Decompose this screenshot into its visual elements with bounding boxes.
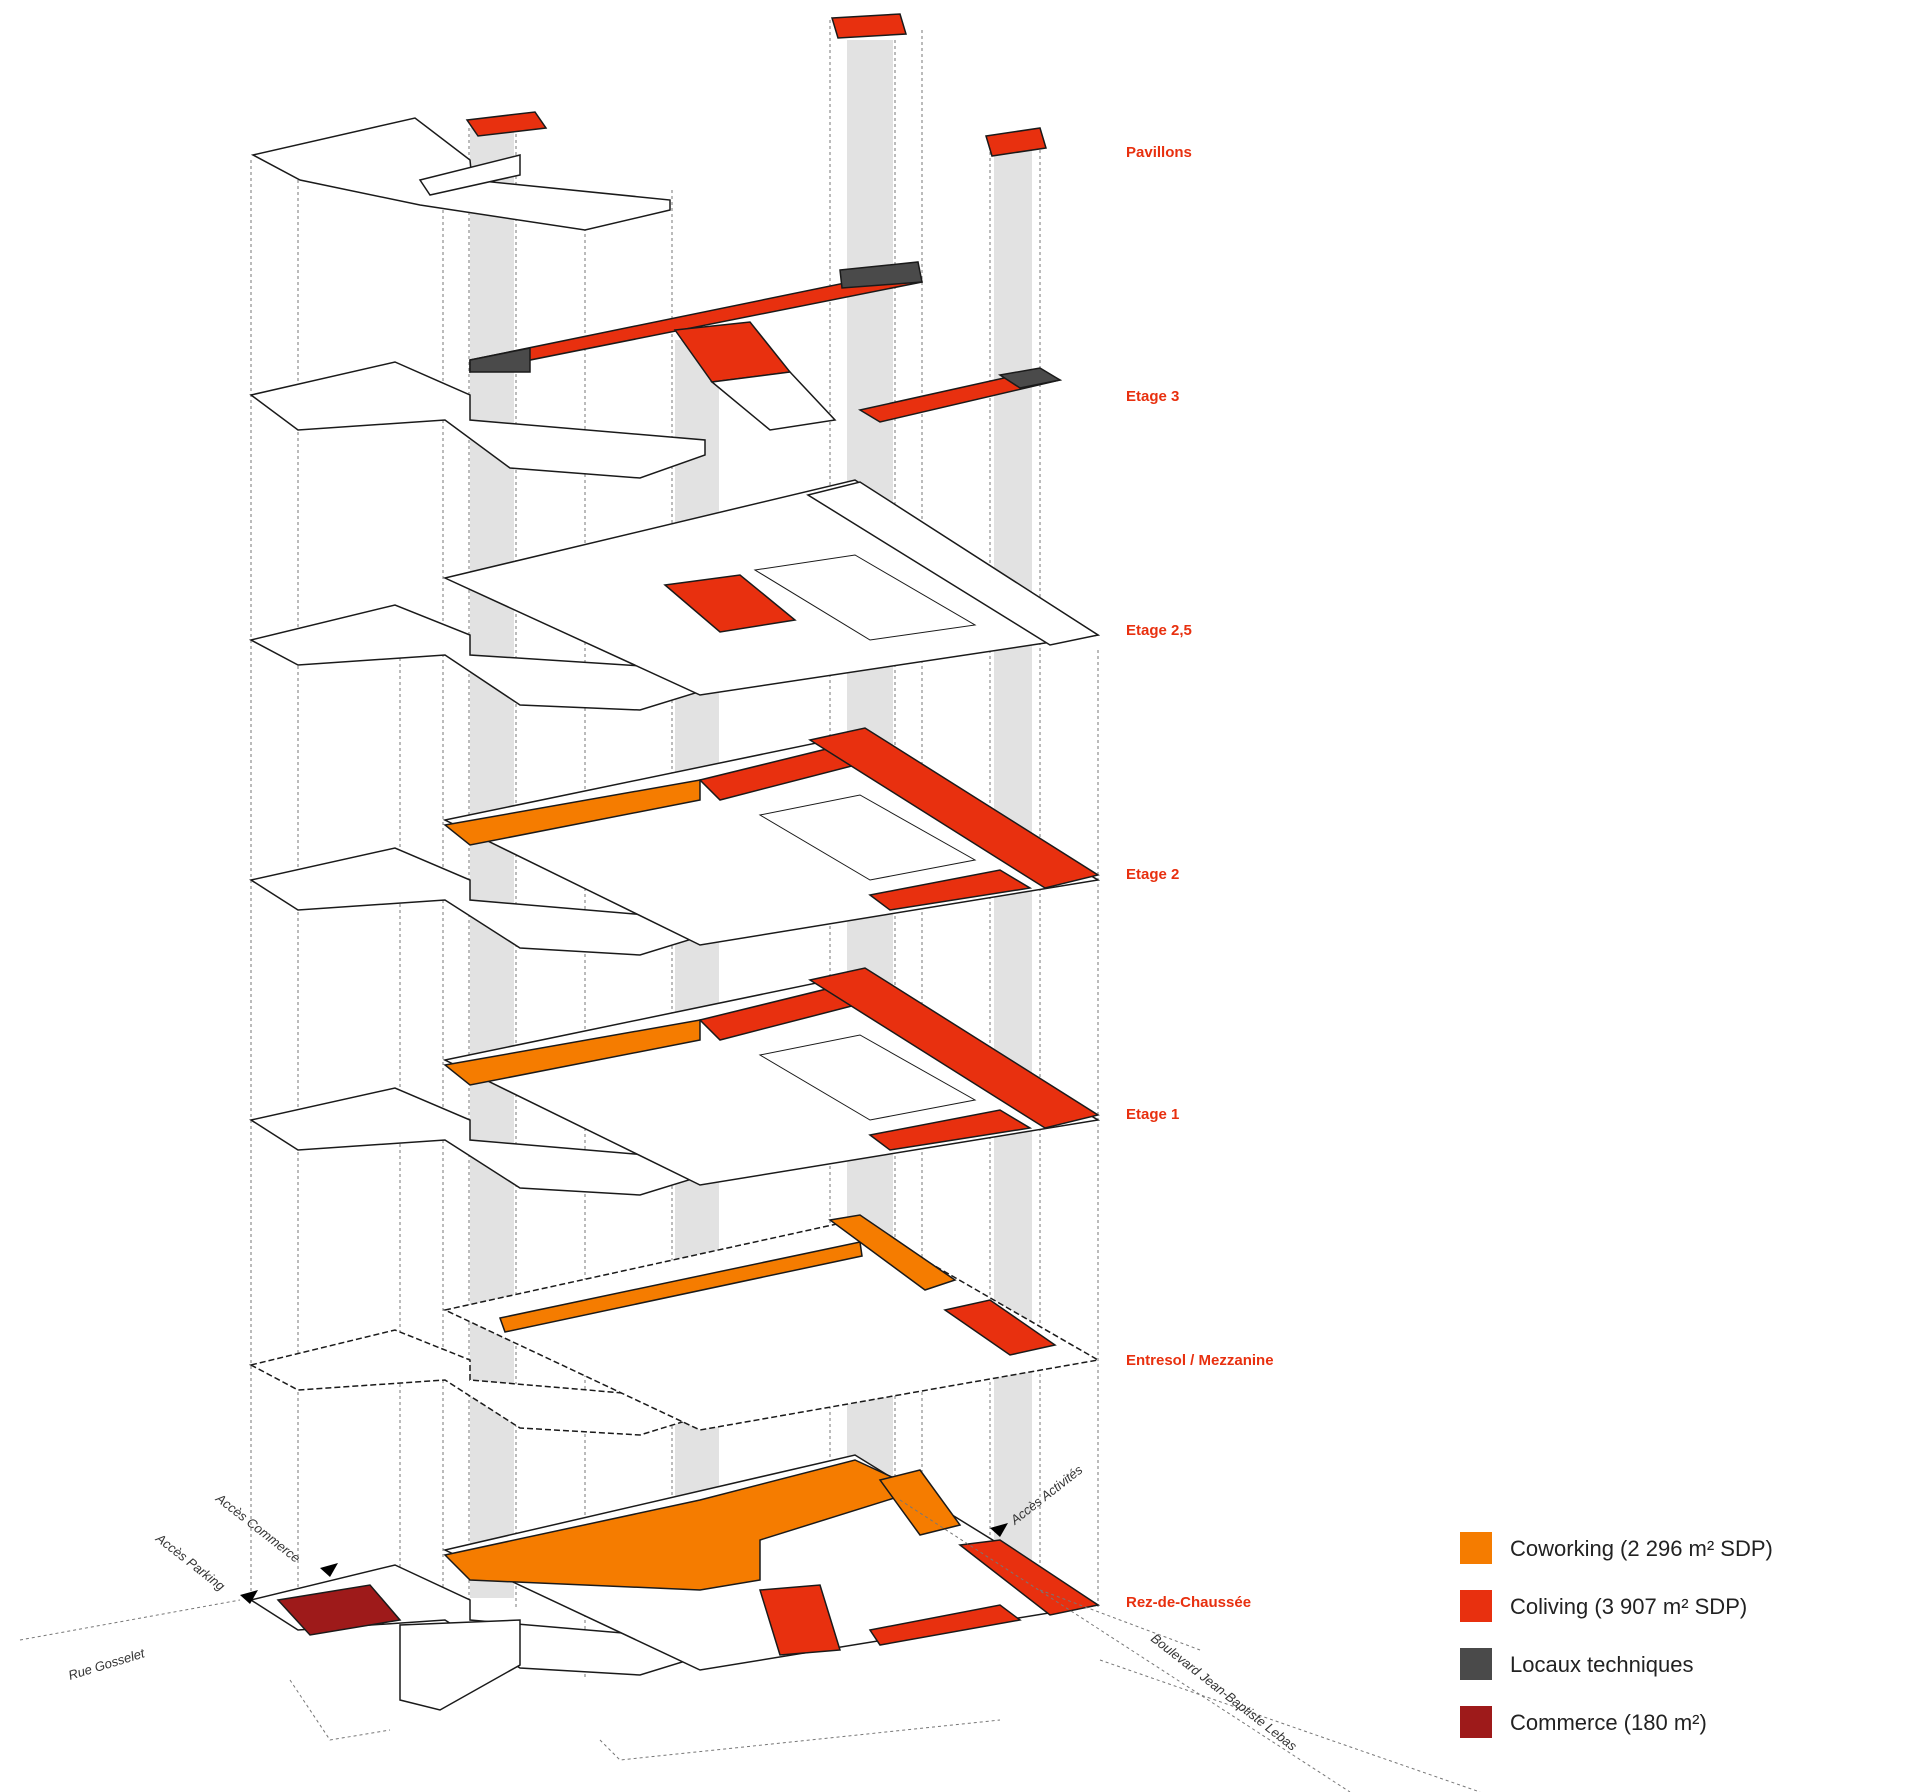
column-stair-1 [470,128,514,1598]
legend-label-commerce: Commerce (180 m²) [1510,1710,1707,1735]
pavillons-core [418,154,521,196]
level-label-rez-de-chaussee: Rez-de-Chaussée [1126,1594,1252,1611]
pavillons-roof-1 [465,111,548,137]
etage2-coworking [443,779,701,846]
etage25-courtyard [753,554,977,641]
rdc-coworking [443,1459,923,1591]
level-label-entresol: Entresol / Mezzanine [1126,1352,1274,1369]
etage3-wing-west [249,361,706,479]
entresol-coliving [943,1299,1057,1356]
legend-swatch-coliving [1460,1590,1492,1622]
etage25-east-bar [806,481,1100,646]
access-parking-arrow [240,1590,258,1604]
legend-label-coworking: Coworking (2 296 m² SDP) [1510,1536,1773,1561]
access-parking-label: Accès Parking [152,1530,228,1594]
access-commerce-arrow [320,1563,338,1577]
entresol-coworking [499,1241,863,1333]
legend-label-coliving: Coliving (3 907 m² SDP) [1510,1594,1748,1619]
etage2-coliving-east [808,727,1100,889]
level-rez-de-chaussee [249,1454,1101,1711]
rdc-coliving-south [759,1584,841,1656]
legend-item-commerce: Commerce (180 m²) [1460,1706,1880,1740]
rdc-coliving-east [958,1539,1100,1616]
etage3-technical-far-east [997,367,1063,389]
etage1-courtyard [758,1034,977,1121]
site-outline [19,1499,1481,1792]
legend-swatch-commerce [1460,1706,1492,1738]
level-etage-3 [249,261,1063,479]
etage1-coliving-south [868,1109,1033,1151]
pavillons-roof-2 [831,13,907,39]
etage1-coworking [443,1019,701,1086]
rdc-coworking-east [878,1469,962,1536]
level-label-pavillons: Pavillons [1126,144,1192,161]
entresol-coworking-east [828,1214,957,1291]
legend-item-coliving: Coliving (3 907 m² SDP) [1460,1590,1880,1624]
etage3-technical-west [469,347,531,373]
etage25-coliving [663,574,797,633]
street-boulevard: Boulevard Jean-Baptiste Lebas [1148,1631,1300,1754]
street-rue-gosselet: Rue Gosselet [66,1645,147,1683]
legend-item-locaux-techniques: Locaux techniques [1460,1648,1880,1682]
etage1-coliving-east [808,967,1100,1129]
etage2-courtyard [758,794,977,881]
rdc-commerce [276,1584,402,1636]
access-activites-arrow [990,1523,1008,1537]
level-etage-1 [249,967,1101,1196]
level-label-etage-1: Etage 1 [1126,1106,1180,1123]
level-pavillons [250,13,1047,231]
access-commerce-label: Accès Commerce [212,1490,303,1566]
etage2-coliving-south [868,869,1033,911]
etage3-wing-south [710,371,837,431]
level-etage-2 [249,727,1101,956]
level-etage-2-5 [248,479,1101,711]
pavillons-roof-3 [985,127,1047,157]
rdc-coliving-strip [868,1604,1022,1646]
etage3-technical-east [839,261,923,289]
rdc-south-wing [399,1619,521,1711]
legend-label-locaux-techniques: Locaux techniques [1510,1652,1694,1677]
access-arrows [240,1523,1008,1604]
level-label-etage-2-5: Etage 2,5 [1126,622,1192,639]
legend-item-coworking: Coworking (2 296 m² SDP) [1460,1532,1880,1566]
legend-swatch-locaux-techniques [1460,1648,1492,1680]
level-label-etage-3: Etage 3 [1126,388,1180,405]
level-entresol [248,1214,1101,1436]
legend-swatch-coworking [1460,1532,1492,1564]
level-label-etage-2: Etage 2 [1126,866,1180,883]
